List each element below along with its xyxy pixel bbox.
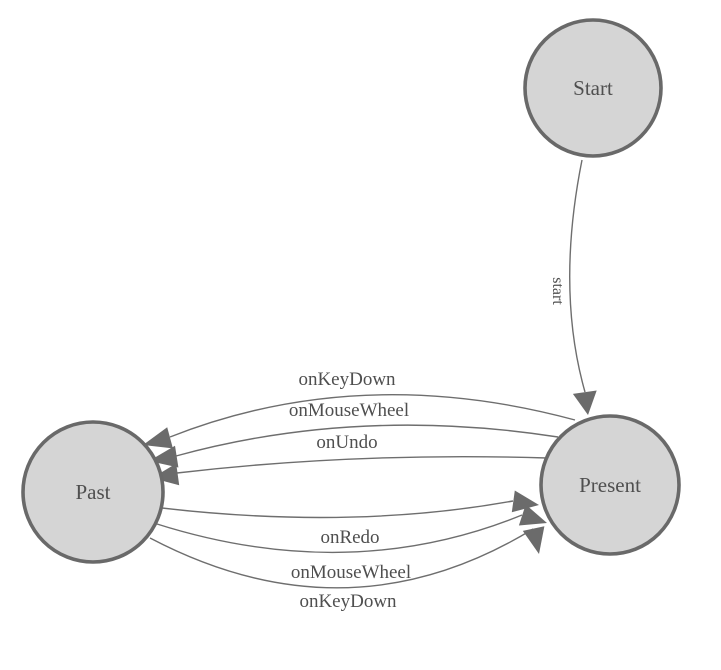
node-start[interactable]: Start [523, 18, 663, 158]
edge-present-to-past-onundo-label: onUndo [316, 432, 377, 453]
edge-past-to-present-onredo-arrowhead [511, 490, 539, 513]
edge-past-to-present-onmousewheel-arrowhead [518, 504, 547, 526]
edge-present-to-past-onmousewheel: onMouseWheel [149, 400, 559, 468]
edge-past-to-present-onredo: onRedo [161, 490, 539, 548]
node-past[interactable]: Past [21, 420, 165, 564]
edge-past-to-present-onkeydown-path [149, 528, 534, 589]
edge-past-to-present-onredo-label: onRedo [320, 527, 379, 548]
edge-present-to-past-onundo-arrowhead [152, 463, 180, 486]
edge-present-to-past-onkeydown-label: onKeyDown [298, 369, 396, 390]
edge-present-to-past-onmousewheel-path [175, 424, 559, 457]
edge-present-to-past-onmousewheel-label: onMouseWheel [289, 400, 409, 421]
edge-past-to-present-onmousewheel: onMouseWheel [156, 504, 547, 583]
edge-present-to-past-onkeydown-arrowhead [143, 427, 173, 449]
edge-past-to-present-onkeydown: onKeyDown [149, 526, 545, 612]
node-present-label: Present [579, 473, 641, 497]
edge-start-to-present-path [569, 159, 586, 393]
edge-start-to-present-arrowhead [572, 390, 597, 415]
edge-past-to-present-onredo-path [161, 500, 514, 519]
edge-present-to-past-onkeydown-path [169, 394, 576, 438]
edge-start-to-present-label: start [549, 277, 566, 305]
edge-present-to-past-onundo: onUndo [152, 432, 548, 486]
node-past-circle[interactable] [21, 420, 165, 564]
edge-present-to-past-onundo-path [176, 455, 548, 474]
edge-past-to-present-onkeydown-arrowhead [522, 526, 545, 554]
edge-present-to-past-onkeydown: onKeyDown [143, 369, 576, 449]
node-past-label: Past [75, 480, 110, 504]
node-start-label: Start [573, 76, 613, 100]
edge-past-to-present-onkeydown-label: onKeyDown [299, 591, 397, 612]
edge-start-to-present: start [549, 159, 597, 415]
node-present[interactable]: Present [539, 414, 681, 556]
edge-past-to-present-onmousewheel-label: onMouseWheel [291, 562, 411, 583]
edge-past-to-present-onmousewheel-path [156, 514, 523, 554]
node-start-circle[interactable] [523, 18, 663, 158]
node-present-circle[interactable] [539, 414, 681, 556]
